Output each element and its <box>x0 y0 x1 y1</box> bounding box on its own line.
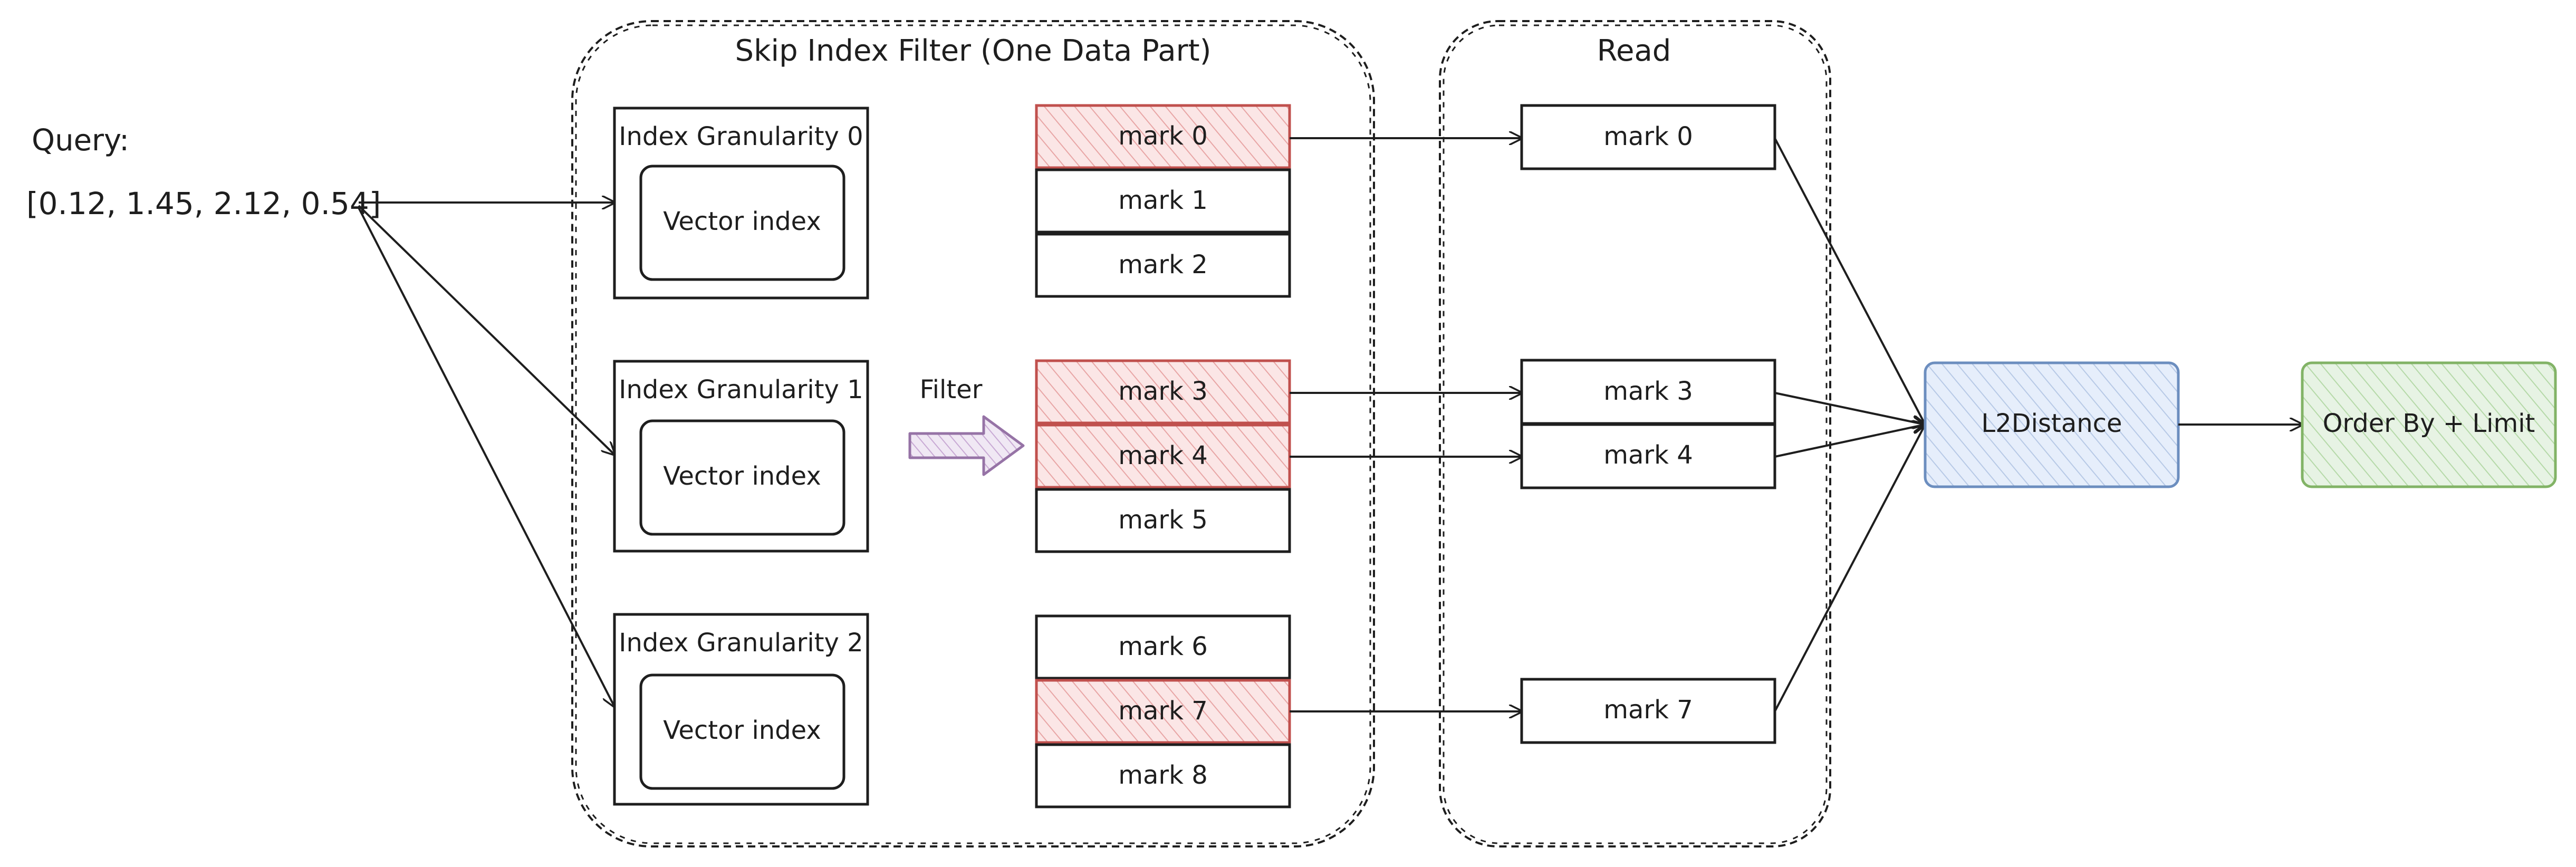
vector-index-0 <box>639 165 845 281</box>
mark-1-box: mark 1 <box>1035 168 1291 234</box>
mark-2-box: mark 2 <box>1035 233 1291 298</box>
read-mark-3-label: mark 3 <box>1603 377 1693 406</box>
query-label: Query: <box>32 123 129 158</box>
mark-1-label: mark 1 <box>1118 186 1208 215</box>
mark-5-box: mark 5 <box>1035 488 1291 553</box>
query-vector: [0.12, 1.45, 2.12, 0.54] <box>26 186 381 221</box>
index-granularity-0-title: Index Granularity 0 <box>619 122 863 151</box>
index-granularity-1: Index Granularity 1 Vector index <box>613 360 869 553</box>
read-title: Read <box>1597 34 1671 68</box>
order-by-limit-label: Order By + Limit <box>2323 409 2535 438</box>
l2distance-label: L2Distance <box>1981 409 2122 438</box>
filter-to-read-connectors <box>1290 138 1522 711</box>
skip-index-filter-title: Skip Index Filter (One Data Part) <box>735 34 1212 68</box>
index-granularity-2: Index Granularity 2 Vector index <box>613 613 869 806</box>
mark-8-label: mark 8 <box>1118 760 1208 790</box>
query-to-granularity-2-arrow <box>358 207 614 707</box>
index-granularity-1-title: Index Granularity 1 <box>619 375 863 404</box>
index-granularity-0: Index Granularity 0 Vector index <box>613 107 869 300</box>
read-mark-0-box: mark 0 <box>1520 104 1776 170</box>
vector-index-2-label: Vector index <box>663 716 821 745</box>
mark-4-label: mark 4 <box>1118 441 1208 470</box>
vector-index-2 <box>639 673 845 790</box>
mark-6-box: mark 6 <box>1035 614 1291 680</box>
mark-0-label: mark 0 <box>1118 121 1208 151</box>
vector-index-1-label: Vector index <box>663 461 821 491</box>
mark-4-box: mark 4 <box>1035 423 1291 489</box>
mark-2-label: mark 2 <box>1118 250 1208 280</box>
mark-3-box: mark 3 <box>1035 359 1291 425</box>
filter-arrow <box>908 415 1025 476</box>
read-mark-0-to-l2-arrow <box>1774 138 1925 425</box>
mark-7-box: mark 7 <box>1035 679 1291 744</box>
mark-7-label: mark 7 <box>1118 696 1208 726</box>
query-connectors <box>358 203 614 707</box>
index-granularity-2-title: Index Granularity 2 <box>619 628 863 658</box>
read-mark-7-to-l2-arrow <box>1774 425 1925 712</box>
filter-label: Filter <box>920 375 983 404</box>
read-mark-4-to-l2-arrow <box>1774 425 1925 458</box>
order-by-limit-box: Order By + Limit <box>2301 361 2557 488</box>
read-container <box>1439 20 1831 847</box>
mark-3-label: mark 3 <box>1118 377 1208 406</box>
read-mark-7-label: mark 7 <box>1603 695 1693 725</box>
vector-index-1 <box>639 419 845 536</box>
mark-5-label: mark 5 <box>1118 505 1208 535</box>
read-to-l2distance-connectors <box>1774 138 1925 712</box>
read-mark-4-box: mark 4 <box>1520 423 1776 489</box>
read-mark-3-to-l2-arrow <box>1774 392 1925 425</box>
mark-8-box: mark 8 <box>1035 743 1291 808</box>
mark-0-box: mark 0 <box>1035 104 1291 169</box>
read-mark-0-label: mark 0 <box>1603 122 1693 151</box>
read-mark-3-box: mark 3 <box>1520 359 1776 425</box>
mark-6-label: mark 6 <box>1118 632 1208 661</box>
skip-index-filter-container <box>571 20 1375 847</box>
query-to-granularity-1-arrow <box>358 205 614 455</box>
read-mark-4-label: mark 4 <box>1603 440 1693 470</box>
vector-index-0-label: Vector index <box>663 207 821 236</box>
l2distance-box: L2Distance <box>1924 361 2180 488</box>
read-mark-7-box: mark 7 <box>1520 678 1776 744</box>
